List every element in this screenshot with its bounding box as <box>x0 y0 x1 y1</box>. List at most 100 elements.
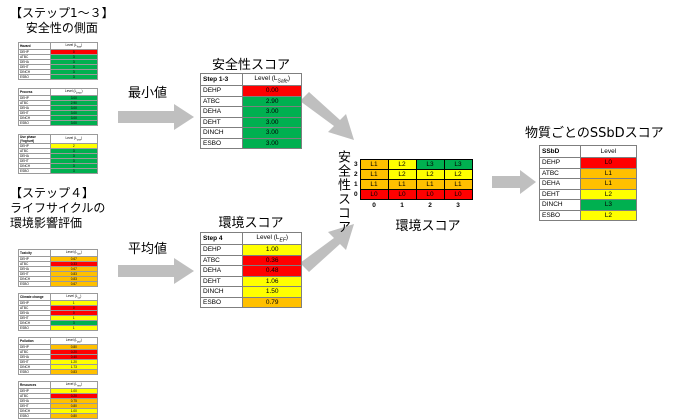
level-label-part: ) <box>81 136 83 141</box>
table-header-cell: Climate change <box>18 293 51 301</box>
matrix-cell: L1 <box>415 179 445 190</box>
level-label-part: Level (L <box>65 382 78 387</box>
matrix-x-tick: 2 <box>428 202 432 210</box>
level-label: Level (L <box>254 74 278 82</box>
substance-name: DEHA <box>199 265 244 277</box>
matrix-x-tick: 1 <box>400 202 404 210</box>
step4-heading-line2: ライフサイクルの <box>10 201 106 215</box>
level-subscript: EF <box>279 237 286 244</box>
matrix-x-tick: 0 <box>372 202 376 210</box>
table-header-cell: Toxicity <box>18 249 51 257</box>
score-value: 0.00 <box>242 85 302 97</box>
matrix-y-tick: 0 <box>353 191 358 198</box>
level-label-part: ) <box>81 89 83 94</box>
table-header-cell: Level <box>579 145 638 158</box>
table-header-cell: Level (Lpol) <box>49 337 99 345</box>
matrix-cell: L2 <box>415 169 445 180</box>
safety-score-title: 安全性スコア <box>211 58 290 73</box>
matrix-y-tick: 3 <box>353 161 358 168</box>
step13-heading-line2: 安全性の側面 <box>25 21 98 35</box>
score-value: L3 <box>579 199 638 211</box>
level-label-part: haz <box>76 45 82 49</box>
score-value: L2 <box>579 188 638 200</box>
table-header-cell: Level (LSafe) <box>242 73 302 86</box>
matrix-cell: L3 <box>443 159 473 170</box>
matrix-cell: L2 <box>387 169 417 180</box>
score-value: 1 <box>49 325 99 331</box>
score-value: 0.48 <box>242 265 302 277</box>
matrix-corner <box>352 200 360 212</box>
substance-name: ESBO <box>18 325 51 331</box>
table-header-row: Toxicity Level (Ltox) <box>18 249 99 257</box>
matrix-cell: L3 <box>415 159 445 170</box>
score-value: 1.00 <box>242 244 302 256</box>
matrix-y-tick: 2 <box>353 171 358 178</box>
substance-name: ESBO <box>18 168 51 174</box>
score-value: 0.79 <box>242 296 302 308</box>
matrix-cell: L0 <box>443 189 473 200</box>
score-value: 1.06 <box>242 275 302 287</box>
score-value: 3.00 <box>242 137 302 149</box>
score-value: 2.90 <box>242 95 302 107</box>
level-label-part: Level (L <box>65 250 78 255</box>
score-value: L1 <box>579 167 638 179</box>
arrow-right-icon <box>118 258 194 284</box>
score-value: 3.00 <box>49 120 99 126</box>
matrix-cell: L0 <box>415 189 445 200</box>
score-value: 0.80 <box>49 413 99 419</box>
level-label-part: Level (L <box>65 43 77 48</box>
table-header-cell: SSbD <box>539 145 581 158</box>
level-label-part: tox <box>77 252 81 256</box>
level-label-part: ) <box>80 250 82 255</box>
step4-heading-line3: 環境影響評価 <box>10 216 83 230</box>
matrix-cell: L0 <box>359 189 389 200</box>
level-subscript: Safe <box>277 78 288 85</box>
matrix-cell: L1 <box>443 179 473 190</box>
level-label-part: res <box>77 384 81 388</box>
table-header-cell: Resources <box>18 381 51 389</box>
table-header-cell: Level (Lhaz) <box>49 42 99 50</box>
substance-name: DEHT <box>539 188 581 200</box>
substance-name: ESBO <box>199 137 244 149</box>
level-label-part: ) <box>80 382 82 387</box>
table-header-cell: Level (Lcc) <box>49 293 99 301</box>
table-header-row: Resources Level (Lres) <box>18 381 99 389</box>
env-score-title: 環境スコア <box>218 216 284 231</box>
score-value: 0.67 <box>49 281 99 287</box>
substance-name: DEHP <box>199 244 244 256</box>
matrix-cell: L2 <box>387 159 417 170</box>
matrix-cell: L1 <box>359 179 389 190</box>
score-value: 3.00 <box>242 106 302 118</box>
level-label-end: ) <box>287 74 290 82</box>
table-header-cell: Process <box>18 88 51 96</box>
table-header-cell: Level (Luse) <box>49 134 99 144</box>
substance-name: DINCH <box>199 286 244 298</box>
